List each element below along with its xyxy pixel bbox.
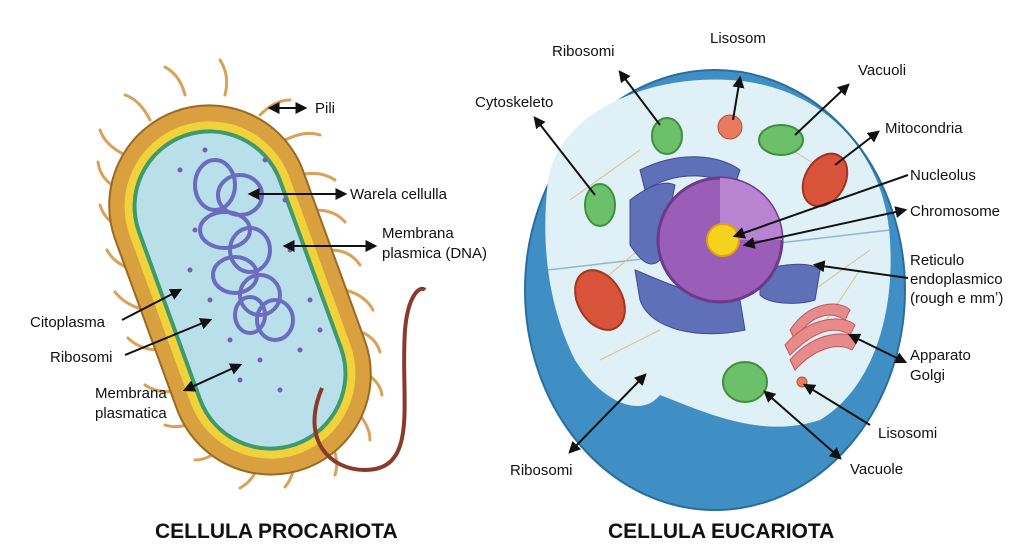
label-golgi-line2: Golgi: [910, 367, 945, 384]
label-plasma-membrane-line1: Membrana: [95, 385, 167, 402]
nucleolus: [706, 223, 740, 257]
label-golgi-line1: Apparato: [910, 347, 971, 364]
lysosomes: [717, 114, 808, 388]
label-ribosomes-top: Ribosomi: [552, 43, 615, 60]
label-nucleolus: Nucleolus: [910, 167, 976, 184]
label-chromosome: Chromosome: [910, 203, 1000, 220]
label-cell-wall: Warela cellulla: [350, 186, 448, 203]
label-er-line2: endoplasmico: [910, 271, 1003, 288]
label-mitochondria: Mitocondria: [885, 120, 963, 137]
title-prokaryote: CELLULA PROCARIOTA: [155, 520, 398, 543]
endoplasmic-reticulum: [629, 156, 821, 335]
prokaryotic-cell: [96, 58, 427, 490]
label-er-line1: Reticulo: [910, 252, 964, 269]
label-cytoskeleton: Cytoskeleto: [475, 94, 553, 111]
label-er-line3: (rough e mmʼ): [910, 290, 1003, 307]
label-pili: Pili: [315, 100, 335, 117]
label-ribosomes-bottom: Ribosomi: [510, 462, 573, 479]
title-eukaryote: CELLULA EUCARIOTA: [608, 520, 834, 543]
flagellum: [312, 286, 427, 473]
label-membrane-dna-line2: plasmica (DNA): [382, 245, 487, 262]
label-cytoplasm: Citoplasma: [30, 314, 106, 331]
label-vacuole: Vacuole: [850, 461, 903, 478]
label-membrane-dna-line1: Membrana: [382, 225, 454, 242]
label-vacuoles: Vacuoli: [858, 62, 906, 79]
vacuoles: [584, 117, 804, 403]
label-ribosomes: Ribosomi: [50, 349, 113, 366]
label-lysosome-top: Lisosom: [710, 30, 766, 47]
label-lysosomes: Lisosomi: [878, 425, 937, 442]
prokaryote-arrows: [121, 102, 378, 392]
mitochondria: [574, 152, 849, 331]
label-plasma-membrane-line2: plasmatica: [95, 405, 167, 422]
eukaryote-arrows: [533, 70, 909, 460]
eukaryotic-cell: [524, 69, 906, 511]
